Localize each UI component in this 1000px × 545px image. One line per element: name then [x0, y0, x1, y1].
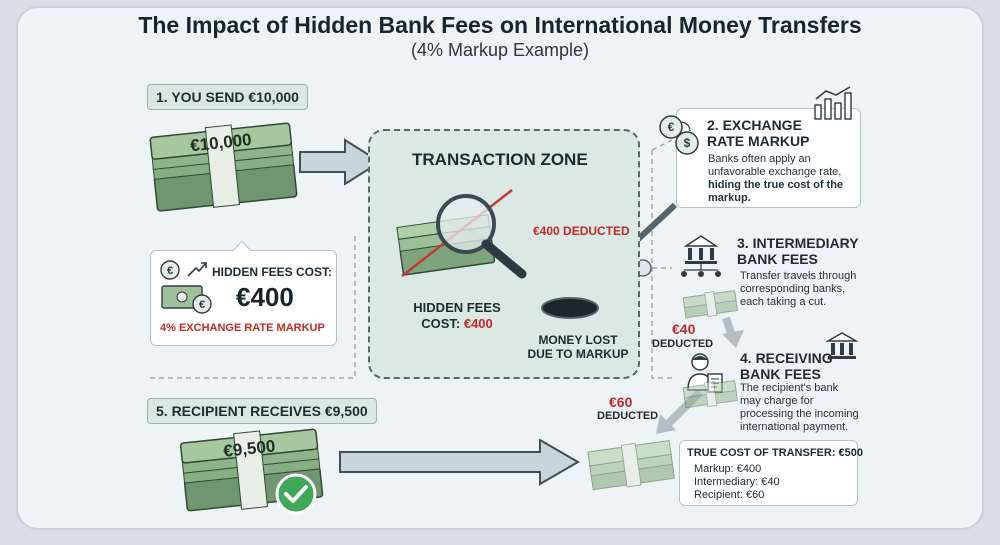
checkmark-badge	[275, 473, 317, 515]
bank-network-icon	[681, 235, 721, 277]
step2-description: Banks often apply an unfavorable exchang…	[708, 153, 843, 205]
money-stack-faded-1	[682, 290, 738, 319]
page-subtitle: (4% Markup Example)	[410, 40, 590, 60]
step3-desc-line2: corresponding banks,	[740, 283, 846, 295]
true-cost-breakdown: Markup: €400 Intermediary: €40 Recipient…	[694, 463, 780, 502]
step2-card	[676, 108, 861, 208]
step4-desc-line2: may charge for	[740, 395, 814, 407]
step4-desc-line4: international payment.	[740, 421, 849, 433]
arrow-send-to-zone	[299, 138, 382, 186]
page-title: The Impact of Hidden Bank Fees on Intern…	[138, 12, 862, 38]
svg-text:€: €	[668, 120, 675, 134]
step4-title-line1: 4. RECEIVING	[740, 350, 833, 366]
step3-title-line2: BANK FEES	[737, 251, 818, 267]
zone-hidden-fees-line1: HIDDEN FEES	[413, 300, 501, 315]
hidden-fees-label: HIDDEN FEES COST:	[212, 265, 333, 279]
trend-up-icon	[187, 262, 207, 277]
zone-money-lost: MONEY LOST DUE TO MARKUP	[520, 333, 636, 361]
step3-title: 3. INTERMEDIARY BANK FEES	[737, 235, 859, 267]
step4-title: 4. RECEIVING BANK FEES	[740, 350, 833, 382]
step3-title-line1: 3. INTERMEDIARY	[737, 235, 859, 251]
true-cost-title: TRUE COST OF TRANSFER: €500	[687, 447, 864, 459]
money-stack-received	[587, 440, 675, 491]
bank-building-icon	[826, 332, 858, 359]
hole-icon	[541, 297, 599, 319]
hidden-fees-note: 4% EXCHANGE RATE MARKUP	[160, 322, 325, 334]
step2-title-line2: RATE MARKUP	[707, 133, 810, 149]
zone-money-lost-line2: DUE TO MARKUP	[527, 347, 629, 361]
step2-desc-line2: unfavorable exchange rate,	[708, 166, 842, 178]
zone-hidden-fees: HIDDEN FEES COST: €400	[410, 300, 504, 332]
step4-desc-line1: The recipient's bank	[740, 382, 839, 394]
money-stack-faded-2	[682, 380, 738, 409]
svg-text:€: €	[167, 265, 173, 277]
magnifier-over-money	[396, 189, 527, 279]
euro-dollar-coins-icon: € $	[659, 115, 699, 155]
step3-desc-line3: each taking a cut.	[740, 296, 827, 308]
step3-deducted-label: DEDUCTED	[652, 338, 714, 350]
zone-hidden-fees-prefix: COST:	[421, 316, 464, 331]
step1-label: 1. YOU SEND €10,000	[147, 84, 308, 110]
money-stack-sent: €10,000	[149, 122, 298, 212]
bar-chart-icon	[814, 86, 852, 120]
true-cost-line3: Recipient: €60	[694, 489, 765, 501]
zone-hidden-fees-line2: COST: €400	[410, 316, 504, 332]
step4-deducted-label: DEDUCTED	[597, 410, 659, 422]
svg-text:$: $	[684, 136, 691, 150]
step3-deducted-amount: €40	[672, 321, 696, 337]
arrow-to-recipient	[339, 438, 580, 486]
step5-label: 5. RECIPIENT RECEIVES €9,500	[147, 398, 377, 424]
step2-desc-line1: Banks often apply an	[708, 153, 811, 165]
money-stack-recipient: €9,500	[179, 428, 324, 515]
step2-desc-line3: hiding the true cost of the	[708, 179, 844, 191]
step4-title-line2: BANK FEES	[740, 366, 821, 382]
card-pointer	[232, 240, 252, 252]
zone-money-lost-line1: MONEY LOST	[538, 333, 618, 347]
euro-cash-icon: € €	[160, 260, 212, 314]
svg-text:€: €	[199, 299, 205, 311]
check-icon	[284, 485, 308, 503]
zone-hidden-fees-amount: €400	[463, 316, 493, 331]
zone-deducted-label: €400 DEDUCTED	[533, 224, 630, 238]
step2-title: 2. EXCHANGE RATE MARKUP	[707, 117, 809, 149]
true-cost-card	[679, 440, 858, 506]
step2-title-line1: 2. EXCHANGE	[707, 117, 802, 133]
step4-desc-line3: processing the incoming	[740, 408, 859, 420]
step3-description: Transfer travels through corresponding b…	[740, 270, 856, 309]
true-cost-line2: Intermediary: €40	[694, 476, 780, 488]
zone-title: TRANSACTION ZONE	[412, 150, 588, 169]
step3-desc-line1: Transfer travels through	[740, 270, 857, 282]
step4-description: The recipient's bank may charge for proc…	[740, 382, 859, 434]
step4-deducted-amount: €60	[609, 394, 633, 410]
hidden-fees-amount: €400	[236, 282, 294, 312]
step2-desc-line4: markup.	[708, 192, 751, 204]
true-cost-line1: Markup: €400	[694, 463, 762, 475]
